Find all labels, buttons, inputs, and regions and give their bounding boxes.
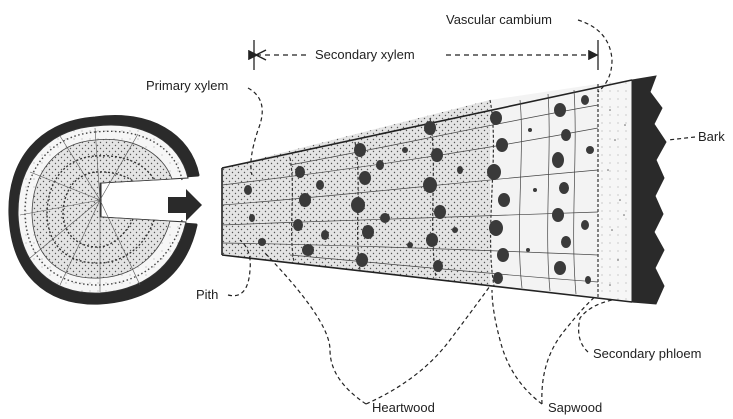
label-secondary-xylem: Secondary xylem: [315, 48, 415, 61]
label-sapwood: Sapwood: [548, 401, 602, 414]
label-bark: Bark: [698, 130, 725, 143]
leader-sapwood-2: [542, 296, 596, 404]
label-vascular-cambium: Vascular cambium: [446, 13, 552, 26]
bark-region: [632, 76, 666, 304]
secondary-phloem-region: [598, 80, 632, 302]
leader-sapwood-1: [492, 290, 542, 404]
block-arrow: [168, 189, 202, 221]
leader-bark: [668, 137, 695, 140]
leader-vascular-cambium: [578, 20, 612, 92]
sapwood-region: [490, 84, 598, 298]
secondary-xylem-dimension: [254, 40, 598, 70]
leader-heartwood-2: [366, 286, 490, 404]
wood-wedge: [222, 76, 666, 304]
label-heartwood: Heartwood: [372, 401, 435, 414]
label-pith: Pith: [196, 288, 218, 301]
label-secondary-phloem: Secondary phloem: [593, 347, 701, 360]
leader-heartwood-1: [262, 250, 366, 404]
label-primary-xylem: Primary xylem: [146, 79, 228, 92]
